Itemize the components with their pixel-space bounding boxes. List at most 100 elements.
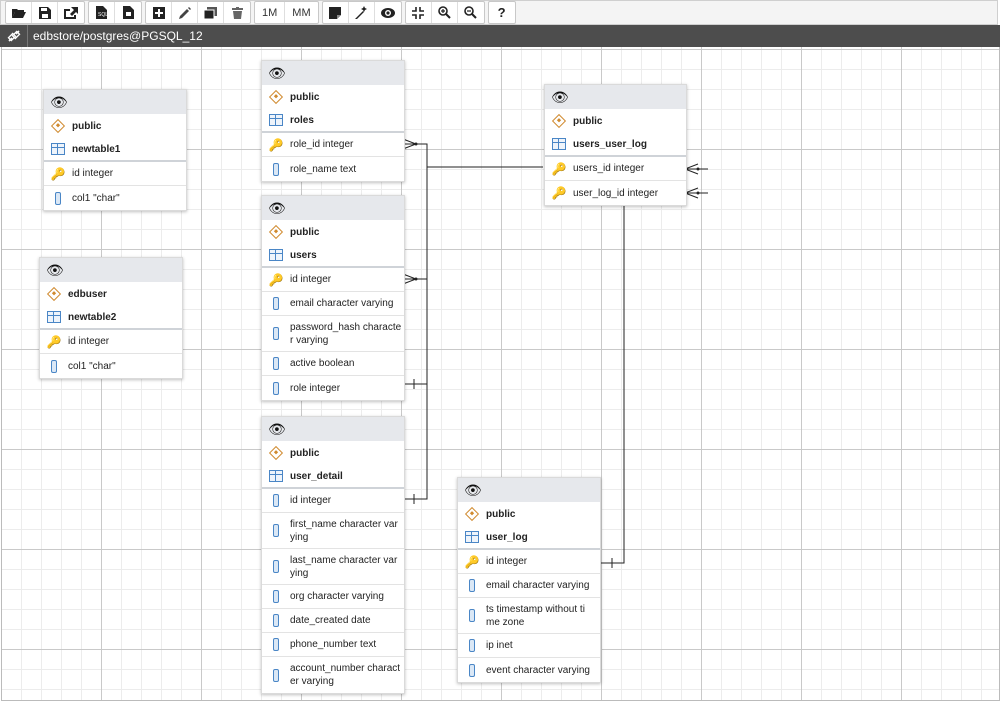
help-group: ? [487, 1, 516, 24]
auto-align-icon[interactable] [349, 2, 375, 23]
schema-name-row: edbuser [40, 282, 182, 306]
column-row[interactable]: role_name text [262, 157, 404, 181]
table-node-user-log[interactable]: 👁 public user_log 🔑id integer email char… [457, 477, 601, 683]
zoom-group [404, 1, 485, 24]
table-icon [50, 143, 66, 155]
table-node-roles[interactable]: 👁 public roles 🔑role_id integer role_nam… [261, 60, 405, 182]
table-header[interactable]: 👁 [262, 61, 404, 85]
eye-icon[interactable]: 👁 [268, 199, 286, 216]
table-header[interactable]: 👁 [458, 478, 600, 502]
erd-canvas[interactable]: 👁 public newtable1 🔑id integer col1 "cha… [1, 47, 1000, 701]
column-icon [464, 579, 480, 592]
table-node-newtable2[interactable]: 👁 edbuser newtable2 🔑id integer col1 "ch… [39, 257, 183, 379]
column-row[interactable]: role integer [262, 376, 404, 400]
table-header[interactable]: 👁 [262, 417, 404, 441]
column-icon [464, 663, 480, 677]
table-node-user-detail[interactable]: 👁 public user_detail id integer first_na… [261, 416, 405, 694]
schema-icon [268, 89, 284, 105]
table-icon [551, 138, 567, 150]
primary-key-icon: 🔑 [268, 272, 284, 287]
column-row[interactable]: 🔑users_id integer [545, 157, 686, 181]
column-row[interactable]: 🔑id integer [44, 162, 186, 186]
add-table-icon[interactable] [146, 2, 172, 23]
column-icon [50, 191, 66, 205]
column-row[interactable]: id integer [262, 489, 404, 513]
many-to-many-button[interactable]: MM [292, 6, 311, 19]
column-row[interactable]: 🔑role_id integer [262, 133, 404, 157]
primary-key-icon: 🔑 [268, 137, 284, 152]
table-icon [268, 249, 284, 261]
eye-icon[interactable]: 👁 [464, 481, 482, 498]
column-icon [268, 614, 284, 627]
column-row[interactable]: ip inet [458, 634, 600, 658]
column-icon [268, 494, 284, 507]
sql-icon[interactable]: SQL [89, 2, 115, 23]
primary-key-icon: 🔑 [46, 334, 62, 349]
column-row[interactable]: email character varying [262, 292, 404, 316]
column-row[interactable]: active boolean [262, 352, 404, 376]
link-users-user-detail [403, 278, 428, 500]
column-icon [268, 668, 284, 682]
zoom-in-icon[interactable] [432, 2, 458, 23]
column-row[interactable]: email character varying [458, 574, 600, 598]
column-row[interactable]: 🔑id integer [40, 330, 182, 354]
eye-icon[interactable]: 👁 [268, 64, 286, 81]
connection-status-icon[interactable] [0, 25, 28, 47]
schema-icon [268, 224, 284, 240]
svg-text:SQL: SQL [98, 12, 107, 18]
table-node-users-user-log[interactable]: 👁 public users_user_log 🔑users_id intege… [544, 84, 687, 206]
table-header[interactable]: 👁 [545, 85, 686, 109]
table-name-row: newtable2 [40, 306, 182, 330]
eye-icon[interactable]: 👁 [551, 88, 569, 105]
column-row[interactable]: 🔑id integer [262, 268, 404, 292]
edit-icon[interactable] [172, 2, 198, 23]
delete-icon[interactable] [224, 2, 250, 23]
note-icon[interactable] [323, 2, 349, 23]
clone-icon[interactable] [198, 2, 224, 23]
schema-icon [268, 445, 284, 461]
column-row[interactable]: 🔑user_log_id integer [551, 186, 659, 200]
column-icon [268, 327, 284, 340]
column-row[interactable]: date_created date [262, 609, 404, 633]
column-row[interactable]: 🔑id integer [458, 550, 600, 574]
save-as-icon[interactable] [58, 2, 84, 23]
table-node-newtable1[interactable]: 👁 public newtable1 🔑id integer col1 "cha… [43, 89, 187, 211]
schema-icon [551, 113, 567, 129]
column-icon [268, 524, 284, 537]
link-roles-users [403, 143, 428, 385]
foreign-key-icon: 🔑 [551, 161, 567, 176]
column-row[interactable]: col1 "char" [40, 354, 182, 378]
schema-name-row: public [262, 85, 404, 109]
primary-key-icon: 🔑 [50, 166, 66, 181]
zoom-to-fit-icon[interactable] [406, 2, 432, 23]
primary-key-icon: 🔑 [464, 554, 480, 569]
table-header[interactable]: 👁 [262, 196, 404, 220]
column-icon [464, 609, 480, 622]
column-row[interactable]: event character varying [458, 658, 600, 682]
column-row[interactable]: col1 "char" [44, 186, 186, 210]
schema-name-row: public [458, 502, 600, 526]
link-user-log-users-user-log [599, 205, 625, 564]
save-icon[interactable] [32, 2, 58, 23]
one-to-many-button[interactable]: 1M [255, 2, 286, 23]
download-image-icon[interactable] [115, 2, 141, 23]
column-row[interactable]: phone_number text [262, 633, 404, 657]
help-icon[interactable]: ? [497, 5, 506, 20]
table-header[interactable]: 👁 [40, 258, 182, 282]
eye-icon[interactable]: 👁 [268, 420, 286, 437]
open-icon[interactable] [6, 2, 32, 23]
eye-icon[interactable]: 👁 [46, 261, 64, 278]
zoom-out-icon[interactable] [458, 2, 484, 23]
eye-icon[interactable]: 👁 [50, 93, 68, 110]
toolbar: SQL 1M MM ? [0, 0, 998, 25]
table-node-users[interactable]: 👁 public users 🔑id integer email charact… [261, 195, 405, 401]
column-icon [464, 639, 480, 652]
column-row[interactable]: org character varying [262, 585, 404, 609]
toggle-details-icon[interactable] [375, 2, 401, 23]
table-header[interactable]: 👁 [44, 90, 186, 114]
